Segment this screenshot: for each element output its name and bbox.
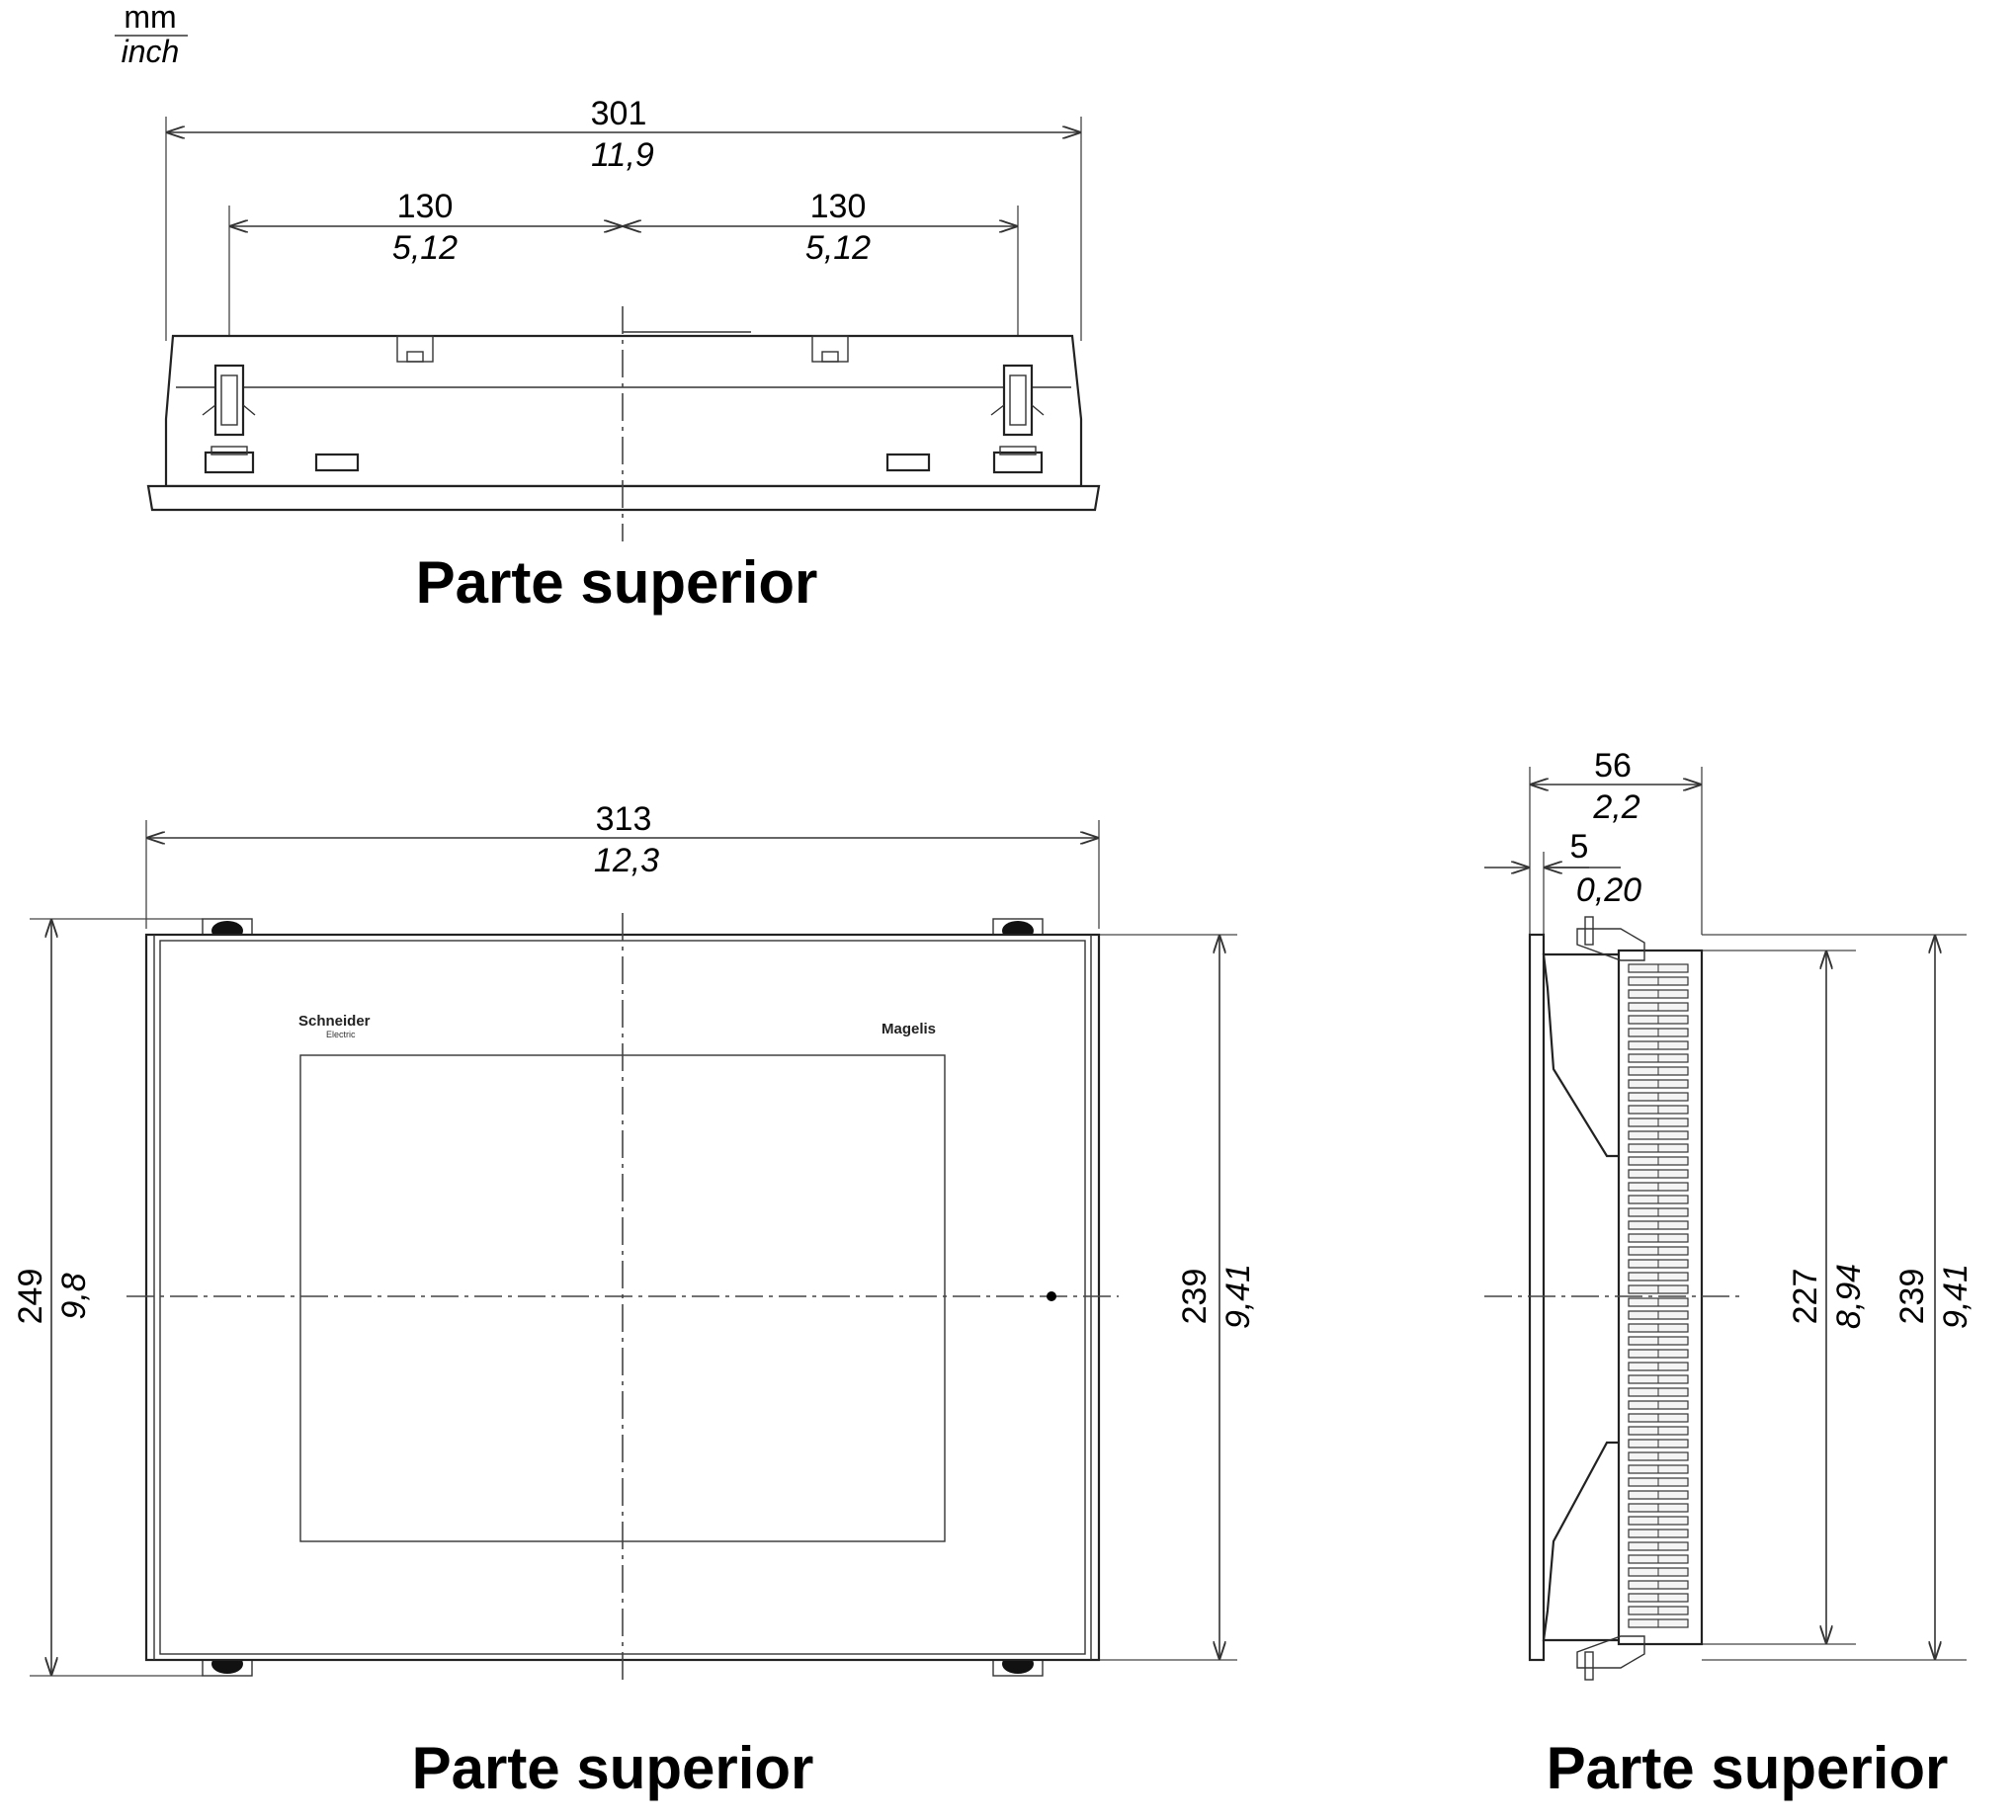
side-inner-height-inch: 8,94 [1830,1264,1868,1329]
mounting-clip-right [990,364,1045,474]
front-height-inch: 9,8 [55,1273,93,1319]
led-indicator [1047,1291,1056,1301]
side-front-housing [1542,952,1623,1158]
side-depth-mm: 56 [1594,747,1632,785]
front-width-inch: 12,3 [594,842,659,879]
side-depth-inch: 2,2 [1592,788,1639,826]
side-view: 56 2,2 5 0,20 227 8,94 239 9,41 [1484,747,1974,1801]
top-left-half-mm: 130 [397,188,454,225]
top-view-caption: Parte superior [416,549,818,616]
brand-schneider-sub: Electric [326,1030,356,1039]
top-view: 301 11,9 130 5,12 130 5,12 [146,95,1101,616]
front-body-height-mm: 239 [1176,1269,1214,1325]
side-inner-height-mm: 227 [1787,1269,1824,1325]
top-overall-width-mm: 301 [591,95,647,132]
front-width-mm: 313 [596,800,652,838]
bezel-lip [146,484,1101,512]
slot-right [885,453,931,472]
brand-schneider: Schneider [298,1013,371,1030]
side-bezel-depth-inch: 0,20 [1576,871,1641,909]
top-left-half-inch: 5,12 [392,229,458,267]
front-height-mm: 249 [12,1269,49,1325]
unit-imperial: inch [122,34,180,69]
slot-left [314,453,360,472]
unit-metric: mm [124,0,176,35]
side-view-caption: Parte superior [1547,1735,1949,1801]
side-bezel [1528,933,1546,1662]
housing-top-outline [164,334,1083,488]
front-body-height-inch: 9,41 [1219,1264,1257,1329]
side-body-height-inch: 9,41 [1937,1264,1974,1329]
side-clips [1576,916,1645,1681]
side-body-height-mm: 239 [1893,1269,1931,1325]
mounting-clip-left [202,364,256,474]
side-bezel-depth-mm: 5 [1570,828,1589,866]
top-right-half-mm: 130 [810,188,867,225]
brand-magelis: Magelis [882,1021,936,1037]
top-overall-width-inch: 11,9 [591,136,654,174]
front-view: 313 12,3 249 9,8 239 9,41 Schneider [12,800,1257,1801]
vent-slats [1628,963,1689,1628]
front-view-caption: Parte superior [412,1735,814,1801]
side-rear-body [1617,949,1704,1646]
unit-legend: mm inch [115,0,188,69]
top-right-half-inch: 5,12 [805,229,871,267]
